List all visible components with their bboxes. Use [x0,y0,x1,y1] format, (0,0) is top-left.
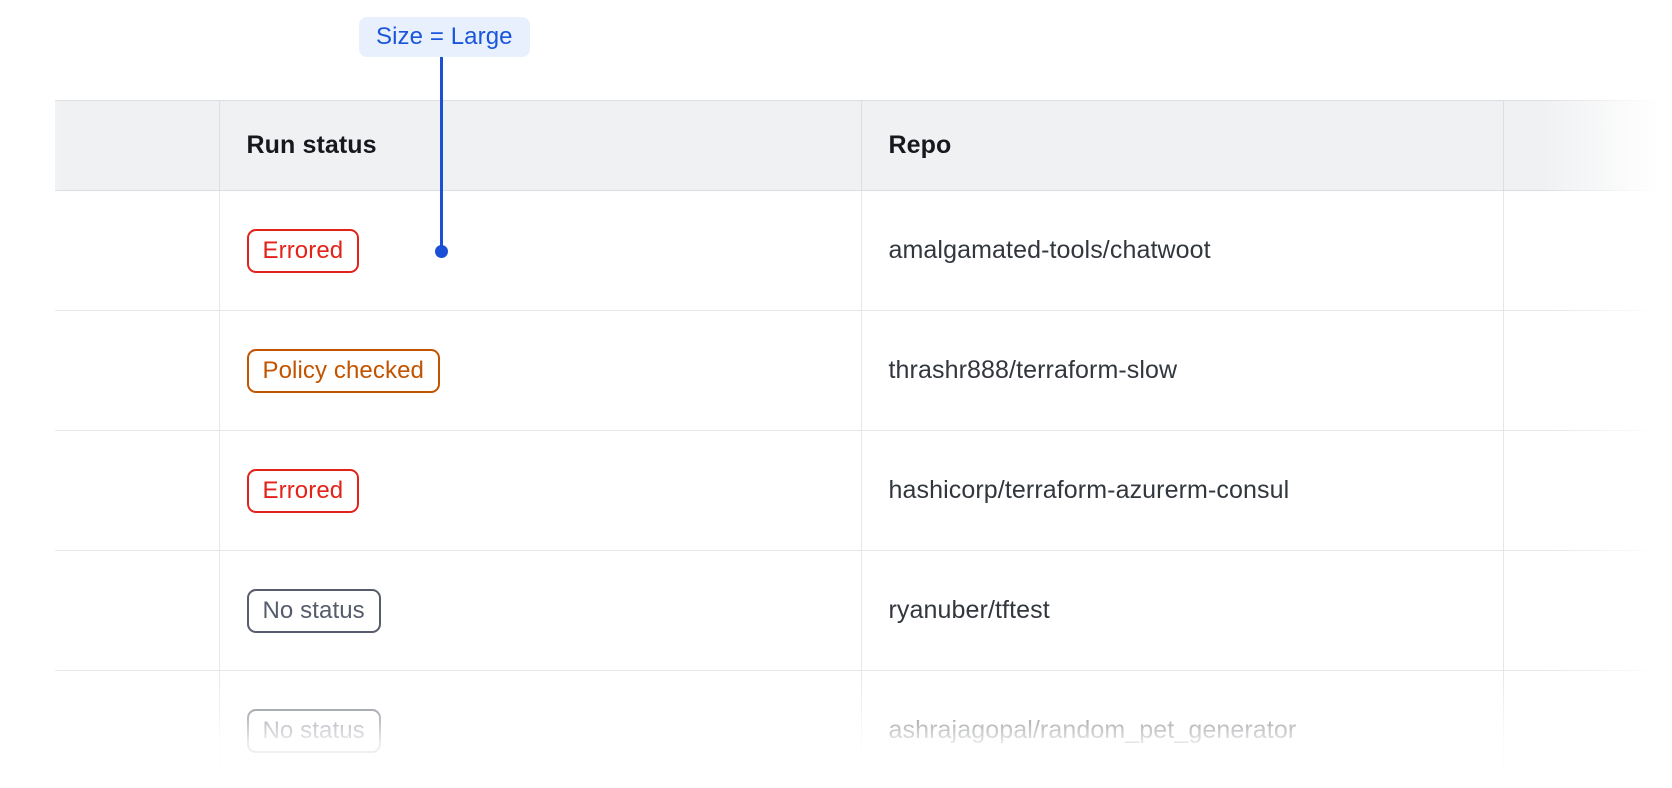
repo-name[interactable]: hashicorp/terraform-azurerm-consul [888,476,1290,504]
cell-spacer [55,550,220,671]
column-header-run-status[interactable]: Run status [219,100,862,191]
status-badge[interactable]: No status [246,708,381,753]
cell-tail [1503,670,1672,788]
table-row[interactable]: Errored hashicorp/terraform-azurerm-consu… [55,430,1672,551]
cell-tail [1503,430,1672,551]
cell-repo: ashrajagopal/random_pet_generator [861,670,1504,788]
repo-name[interactable]: amalgamated-tools/chatwoot [888,236,1211,264]
table-header: Run status Repo [55,100,1672,191]
table-container: Run status Repo Errored amalgamated-tools… [0,100,1672,788]
repo-name[interactable]: thrashr888/terraform-slow [888,356,1178,384]
table-row[interactable]: No status ashrajagopal/random_pet_generat… [55,670,1672,788]
cell-run-status: Errored [219,430,862,551]
status-badge[interactable]: Errored [246,468,360,513]
cell-tail [1503,310,1672,431]
cell-repo: amalgamated-tools/chatwoot [861,190,1504,311]
annotation-leader-line [440,57,443,249]
cell-repo: hashicorp/terraform-azurerm-consul [861,430,1504,551]
cell-tail [1503,190,1672,311]
table-row[interactable]: No status ryanuber/tftest [55,550,1672,671]
cell-repo: thrashr888/terraform-slow [861,310,1504,431]
cell-spacer [55,190,220,311]
cell-tail [1503,550,1672,671]
cell-run-status: No status [219,670,862,788]
runs-table: Run status Repo Errored amalgamated-tools… [55,100,1672,788]
table-row[interactable]: Errored amalgamated-tools/chatwoot [55,190,1672,311]
repo-name[interactable]: ryanuber/tftest [888,596,1050,624]
column-header-repo[interactable]: Repo [861,100,1504,191]
cell-spacer [55,430,220,551]
cell-run-status: Policy checked [219,310,862,431]
cell-repo: ryanuber/tftest [861,550,1504,671]
column-header-tail [1503,100,1672,191]
status-badge[interactable]: Errored [246,228,360,273]
cell-spacer [55,310,220,431]
annotation-anchor-dot [435,245,448,258]
cell-run-status: Errored [219,190,862,311]
status-badge[interactable]: Policy checked [246,348,440,393]
column-header-spacer [55,100,220,191]
table-row[interactable]: Policy checked thrashr888/terraform-slow [55,310,1672,431]
status-badge[interactable]: No status [246,588,381,633]
header-row: Run status Repo [55,100,1672,191]
cell-run-status: No status [219,550,862,671]
repo-name[interactable]: ashrajagopal/random_pet_generator [888,716,1297,745]
annotation-size-badge: Size = Large [359,17,530,57]
cell-spacer [55,670,220,788]
